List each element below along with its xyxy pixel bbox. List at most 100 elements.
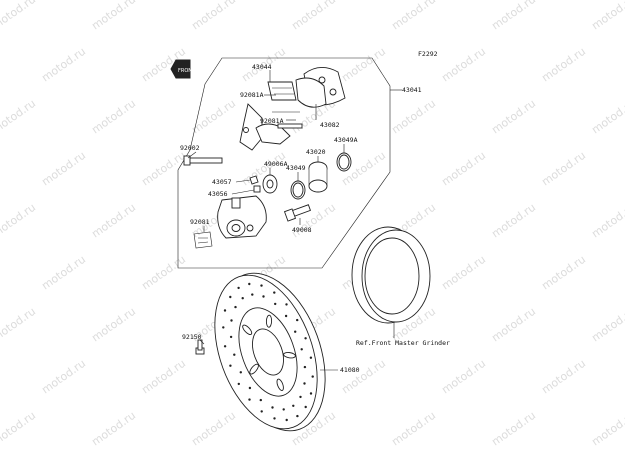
disc-hole [248, 398, 251, 401]
watermark-text: motod.ru [389, 97, 438, 137]
disc-hole [300, 348, 303, 351]
watermark-text: motod.ru [489, 201, 538, 241]
watermark-text: motod.ru [139, 149, 188, 189]
watermark-text: motod.ru [189, 97, 238, 137]
disc-hole [303, 382, 306, 385]
disc-hole [260, 410, 263, 413]
disc-hole [229, 335, 233, 339]
disc-hole [309, 356, 313, 359]
disc-hole [271, 406, 274, 409]
disc-hole [292, 404, 295, 407]
label-43041: 43041 [402, 86, 422, 94]
watermark-text: motod.ru [489, 97, 538, 137]
disc-hole [309, 392, 313, 395]
watermark-text: motod.ru [39, 253, 88, 293]
brake-disc-icon [214, 272, 326, 432]
caliper-bracket-icon [239, 103, 291, 151]
disc-hole [259, 398, 262, 402]
watermark-text: motod.ru [0, 0, 38, 32]
label-43044: 43044 [252, 63, 272, 71]
disc-hole [233, 353, 236, 356]
watermark-text: motod.ru [89, 201, 138, 241]
disc-hole [273, 417, 276, 420]
bleed-valve-icon [249, 175, 261, 193]
pad-pin-icon [272, 111, 303, 129]
watermark-text: motod.ru [439, 357, 488, 397]
watermark-text: motod.ru [39, 45, 88, 85]
watermark-text: motod.ru [89, 0, 138, 32]
watermark-text: motod.ru [189, 409, 238, 449]
watermark-text: motod.ru [439, 149, 488, 189]
watermark-text: motod.ru [539, 149, 588, 189]
watermark-text: motod.ru [139, 357, 188, 397]
watermark-text: motod.ru [589, 409, 625, 449]
leader-lines [187, 70, 402, 371]
watermark-text: motod.ru [589, 97, 625, 137]
disc-slots [242, 314, 296, 391]
disc-hole [274, 302, 277, 306]
watermark-text: motod.ru [39, 149, 88, 189]
watermark-text: motod.ru [0, 97, 38, 137]
watermark-text: motod.ru [89, 409, 138, 449]
disc-hole [237, 382, 240, 386]
disc-hole [260, 284, 263, 287]
label-92081a-mid: 92081A [260, 117, 284, 125]
disc-hole [296, 414, 299, 418]
disc-hole [282, 408, 285, 411]
front-badge-text: FRONT [178, 68, 196, 74]
brake-pad-icon [295, 67, 346, 108]
disc-hole [304, 337, 307, 340]
code-label: F2292 [418, 50, 438, 58]
watermark-text: motod.ru [339, 45, 388, 85]
disc-hole [229, 364, 232, 367]
disc-hole [237, 286, 240, 290]
watermark-text: motod.ru [439, 253, 488, 293]
label-92002: 92002 [180, 144, 200, 152]
disc-hole [304, 405, 307, 409]
watermark-text: motod.ru [39, 357, 88, 397]
label-92150: 92150 [182, 333, 202, 341]
pad-spring-icon [267, 81, 297, 101]
disc-hole [222, 326, 225, 329]
disc-hole [296, 318, 299, 322]
slide-bolt-icon [283, 204, 311, 222]
watermark-text: motod.ru [539, 45, 588, 85]
disc-hole [299, 395, 302, 399]
disc-hole [303, 365, 307, 369]
label-43056: 43056 [208, 190, 228, 198]
piston-seal-inner [292, 182, 304, 198]
watermark-text: motod.ru [289, 201, 338, 241]
disc-hole [251, 293, 254, 296]
watermark-text: motod.ru [389, 409, 438, 449]
watermark-text: motod.ru [589, 201, 625, 241]
dust-seal-inner [338, 154, 350, 170]
watermark-text: motod.ru [0, 305, 38, 345]
disc-slot [249, 363, 259, 375]
disc-slot [265, 314, 273, 328]
label-41080: 41080 [340, 366, 360, 374]
watermark-text: motod.ru [489, 409, 538, 449]
disc-hole [284, 314, 288, 318]
label-43049a: 43049A [334, 136, 358, 144]
disc-hole [273, 291, 276, 294]
pin-clip-icon [193, 231, 213, 249]
caliper-body-icon [217, 195, 267, 239]
watermark-text: motod.ru [339, 357, 388, 397]
bolt-92002-icon [183, 155, 223, 166]
watermark-text: motod.ru [289, 0, 338, 32]
disc-hole [262, 295, 265, 298]
disc-slot [242, 324, 253, 335]
watermark-text: motod.ru [139, 253, 188, 293]
boot-icon [262, 174, 278, 194]
assembly-outline [177, 57, 391, 269]
label-92081a-top: 92081A [240, 91, 264, 99]
watermark-text: motod.ru [189, 0, 238, 32]
watermark-text: motod.ru [89, 305, 138, 345]
piston-icon [308, 161, 328, 193]
watermark-text: motod.ru [539, 357, 588, 397]
label-43020: 43020 [306, 148, 326, 156]
disc-hole [229, 295, 232, 299]
disc-hole [230, 319, 233, 322]
disc-hole [223, 345, 227, 348]
